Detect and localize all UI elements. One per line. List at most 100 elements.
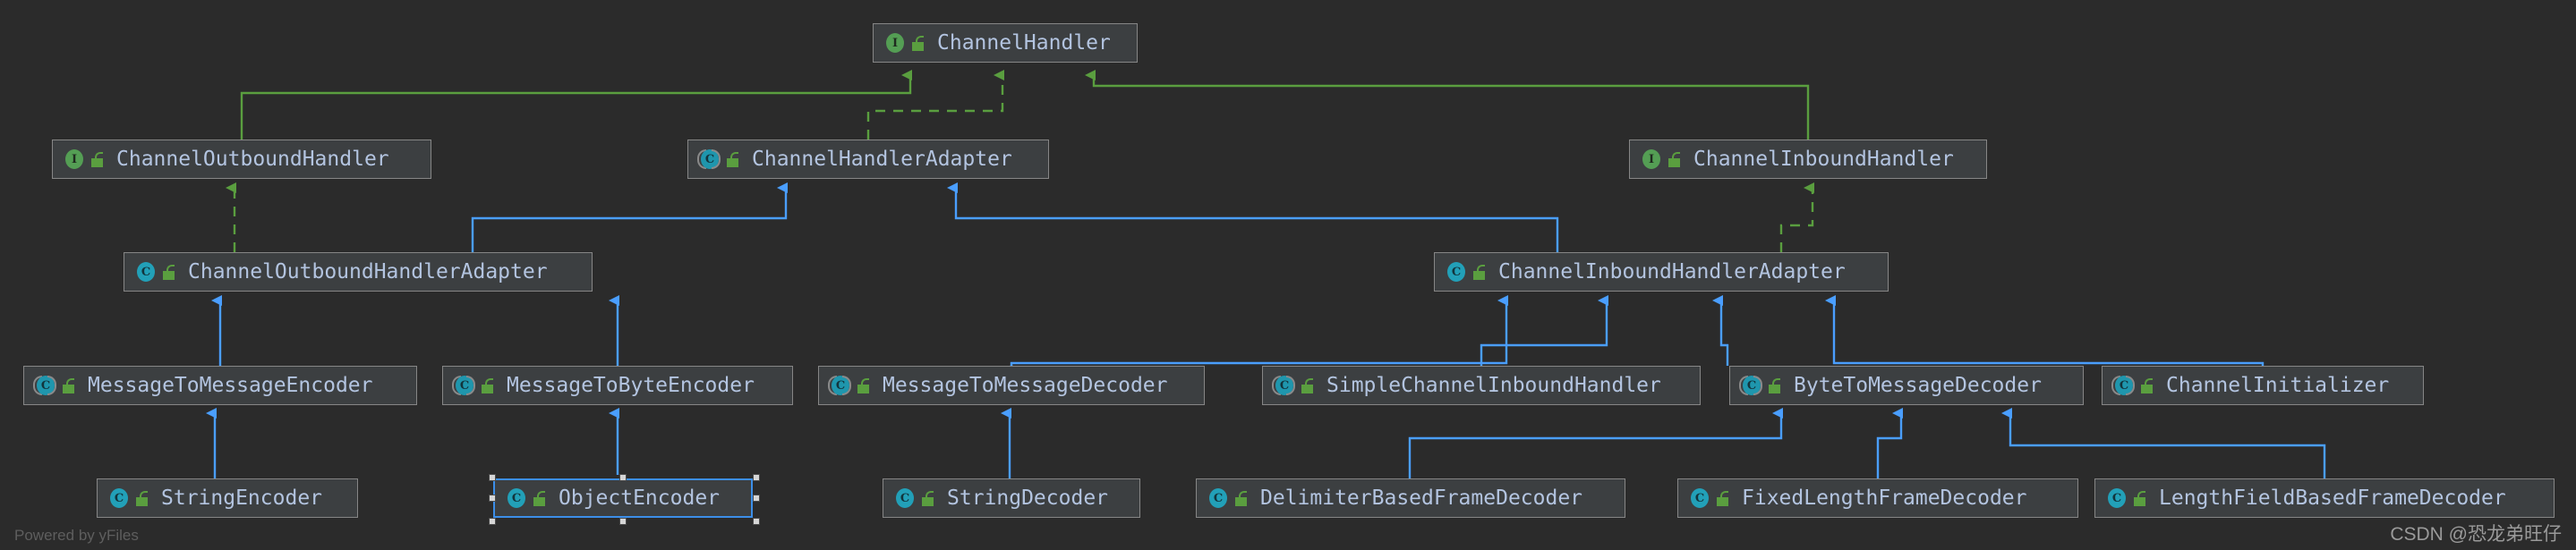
class-name-label: MessageToMessageEncoder (88, 374, 373, 397)
edge-outbound-to-handler (240, 70, 912, 140)
padlock-shackle (925, 491, 934, 499)
padlock-shackle (485, 378, 493, 386)
padlock-body (2134, 497, 2145, 506)
padlock-shackle (140, 491, 148, 499)
padlock-body (857, 385, 869, 393)
kind-glyph: C (1275, 376, 1293, 395)
selection-handle[interactable] (753, 474, 760, 481)
kind-glyph: C (137, 262, 155, 282)
edge-inbound-to-handler (1085, 70, 1810, 140)
class-node-message-to-message-decoder[interactable]: C MessageToMessageDecoder (818, 366, 1205, 405)
edge-inbound-adapter-to-handler-adapter (947, 182, 1559, 252)
kind-glyph: C (508, 488, 525, 508)
edge-adapter-to-handler (866, 70, 1004, 140)
csdn-watermark: CSDN @恐龙弟旺仔 (2390, 524, 2562, 545)
edge-inbound-adapter-to-inbound (1779, 182, 1814, 252)
selection-handle[interactable] (753, 518, 760, 525)
padlock-body (1769, 385, 1780, 393)
kind-glyph: C (832, 376, 849, 395)
padlock-shackle (166, 265, 175, 273)
edge-length-field-decoder-to-b2m-decoder (2001, 408, 2326, 478)
unlocked-padlock-icon (480, 377, 496, 394)
padlock-body (163, 271, 175, 280)
interface-icon: I (1639, 148, 1662, 171)
class-node-message-to-message-encoder[interactable]: C MessageToMessageEncoder (23, 366, 417, 405)
padlock-body (2141, 385, 2153, 393)
kind-glyph: I (65, 149, 83, 169)
unlocked-padlock-icon (61, 377, 77, 394)
class-name-label: ChannelInboundHandler (1693, 148, 1954, 171)
abstract-icon: C (1272, 374, 1295, 397)
class-name-label: ChannelInitializer (2166, 374, 2390, 397)
selection-handle[interactable] (619, 474, 627, 481)
selection-handle[interactable] (489, 495, 496, 502)
class-name-label: DelimiterBasedFrameDecoder (1260, 487, 1583, 510)
unlocked-padlock-icon (1667, 150, 1683, 168)
padlock-shackle (1720, 491, 1728, 499)
selection-handle[interactable] (753, 495, 760, 502)
class-name-label: MessageToMessageDecoder (883, 374, 1168, 397)
padlock-body (482, 385, 493, 393)
edge-b2m-decoder-to-inbound-adapter (1712, 295, 1729, 366)
unlocked-padlock-icon (161, 263, 177, 281)
kind-glyph: I (1642, 149, 1660, 169)
selection-handle[interactable] (489, 474, 496, 481)
class-icon: C (892, 487, 916, 510)
kind-glyph: C (1691, 488, 1709, 508)
padlock-body (136, 497, 148, 506)
padlock-body (1235, 497, 1247, 506)
class-name-label: ObjectEncoder (559, 487, 721, 510)
class-name-label: ChannelInboundHandlerAdapter (1498, 260, 1846, 283)
padlock-body (727, 158, 738, 167)
class-name-label: StringDecoder (947, 487, 1109, 510)
padlock-body (91, 158, 103, 167)
unlocked-padlock-icon (856, 377, 872, 394)
unlocked-padlock-icon (920, 489, 936, 507)
kind-glyph: C (1447, 262, 1465, 282)
unlocked-padlock-icon (1233, 489, 1250, 507)
padlock-body (1668, 158, 1680, 167)
abstract-icon: C (33, 374, 56, 397)
unlocked-padlock-icon (1767, 377, 1783, 394)
interface-icon: I (62, 148, 85, 171)
class-node-object-encoder[interactable]: C ObjectEncoder (493, 478, 753, 518)
class-node-channel-inbound-handler[interactable]: I ChannelInboundHandler (1629, 140, 1987, 179)
class-icon: C (1687, 487, 1710, 510)
abstract-icon: C (1739, 374, 1762, 397)
interface-icon: I (883, 31, 906, 55)
padlock-shackle (95, 152, 103, 160)
class-node-string-decoder[interactable]: C StringDecoder (883, 478, 1140, 518)
padlock-shackle (730, 152, 738, 160)
padlock-shackle (1772, 378, 1780, 386)
class-icon: C (107, 487, 130, 510)
unlocked-padlock-icon (2132, 489, 2148, 507)
unlocked-padlock-icon (532, 489, 548, 507)
yfiles-watermark: Powered by yFiles (14, 527, 139, 544)
unlocked-padlock-icon (725, 150, 741, 168)
edge-initializer-to-inbound-adapter (1825, 295, 2265, 366)
padlock-body (912, 42, 924, 51)
class-node-channel-handler-adapter[interactable]: C ChannelHandlerAdapter (687, 140, 1049, 179)
kind-glyph: C (456, 376, 473, 395)
padlock-body (922, 497, 934, 506)
class-icon: C (1444, 260, 1467, 283)
unlocked-padlock-icon (1715, 489, 1731, 507)
selection-handle[interactable] (489, 518, 496, 525)
class-name-label: ChannelHandlerAdapter (752, 148, 1012, 171)
class-node-channel-inbound-handler-adapter[interactable]: C ChannelInboundHandlerAdapter (1434, 252, 1889, 292)
selection-handle[interactable] (619, 518, 627, 525)
edge-delimiter-decoder-to-b2m-decoder (1408, 408, 1783, 478)
abstract-icon: C (697, 148, 721, 171)
